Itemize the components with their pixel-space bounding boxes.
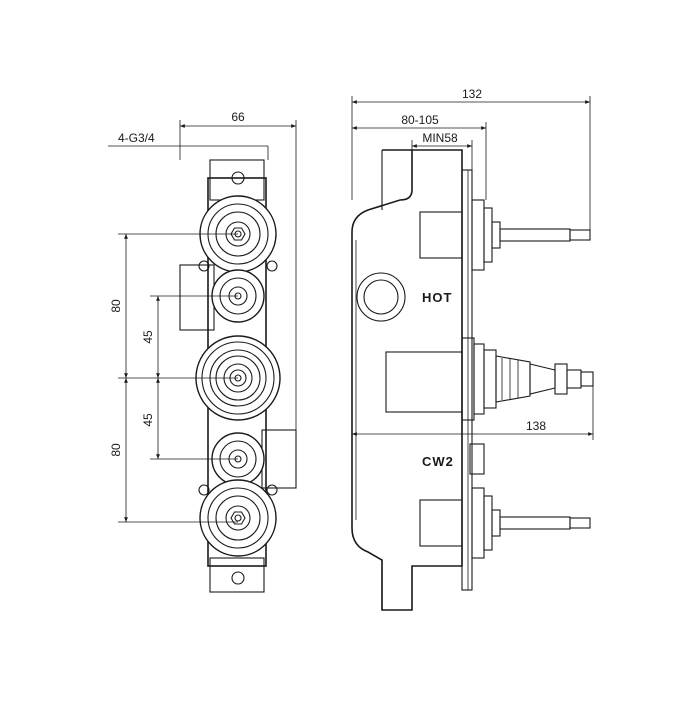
front-top-lug	[209, 159, 265, 201]
front-left-tab	[179, 264, 215, 331]
side-view: HOT CW2	[351, 87, 594, 611]
hot-inlet-port	[356, 272, 406, 322]
cartridge-depth-dimension: 138	[526, 419, 546, 433]
front-view: 66 4-G3/4 80 45 45 80	[108, 110, 297, 593]
lower-mid-spacing-dimension: 45	[141, 413, 155, 427]
top-lug-hole	[231, 171, 245, 185]
side-body	[351, 149, 463, 611]
width-dimension: 66	[231, 110, 245, 124]
cold-label: CW2	[422, 454, 454, 469]
upper-valve-spindle	[419, 199, 591, 271]
overall-depth-dimension: 132	[462, 87, 482, 101]
side-cartridge	[385, 337, 594, 421]
lower-valve-spindle	[419, 443, 591, 559]
upper-mid-spacing-dimension: 45	[141, 330, 155, 344]
upper-spacing-dimension: 80	[109, 299, 123, 313]
lower-spacing-dimension: 80	[109, 443, 123, 457]
install-range-dimension: 80-105	[401, 113, 439, 127]
min-depth-dimension: MIN58	[422, 131, 458, 145]
front-bottom-lug	[209, 557, 265, 593]
thread-label: 4-G3/4	[118, 131, 155, 145]
front-right-tab	[261, 429, 297, 489]
hot-label: HOT	[422, 290, 452, 305]
lower-outlet	[198, 479, 278, 557]
bottom-lug-hole	[231, 571, 245, 585]
mounting-plate	[461, 169, 473, 591]
